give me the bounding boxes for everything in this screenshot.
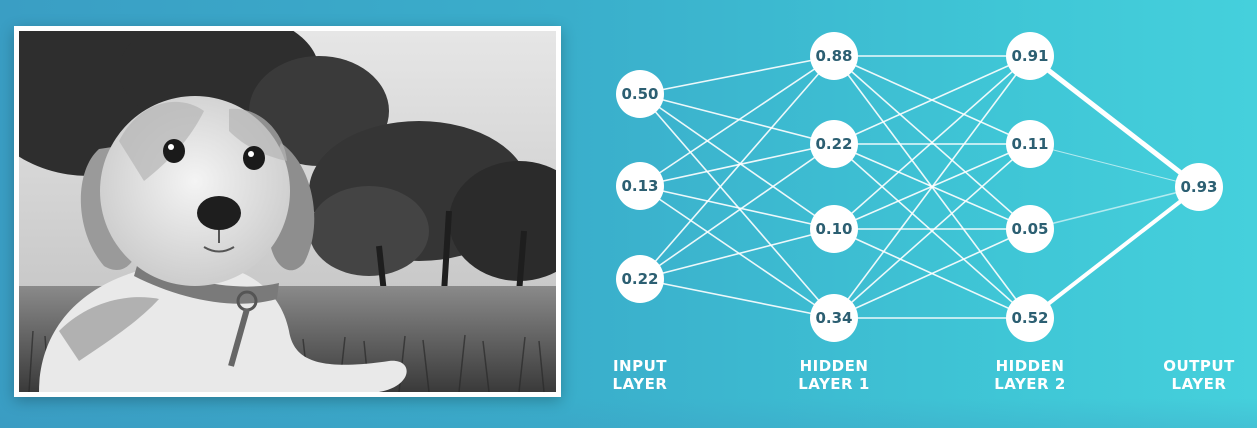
layer-label-hidden2-line1: HIDDEN: [996, 357, 1065, 375]
connection-input-1-to-hidden1-1: [639, 143, 835, 187]
node-value: 0.93: [1180, 178, 1217, 196]
node-circle: [1006, 120, 1054, 168]
connection-hidden2-0-to-output-0: [1028, 54, 1201, 189]
node-value: 0.91: [1011, 47, 1048, 65]
layer-label-hidden1-line2: LAYER 1: [798, 375, 870, 393]
node-value: 0.50: [621, 85, 658, 103]
connection-input-2-to-hidden1-1: [639, 143, 835, 280]
layer-label-output-line2: LAYER: [1172, 375, 1227, 393]
connection-hidden1-3-to-hidden2-0: [833, 55, 1031, 319]
connection-hidden1-3-to-hidden2-1: [833, 143, 1031, 319]
layer-label-input-line2: LAYER: [613, 375, 668, 393]
layer-label-input-line1: INPUT: [613, 357, 667, 375]
connection-hidden2-3-to-output-0: [1028, 185, 1201, 320]
node-value: 0.52: [1011, 309, 1048, 327]
network-nodes: 0.50 0.13 0.22 0.88 0.22 0.10 0.34 0.91 0.11 0.05…: [616, 32, 1223, 342]
connection-input-0-to-hidden1-1: [639, 93, 835, 145]
node-circle: [810, 205, 858, 253]
connection-hidden2-2-to-output-0: [1029, 186, 1200, 230]
node-hidden1-2: 0.22: [810, 120, 858, 168]
node-hidden2-3: 0.05: [1006, 205, 1054, 253]
node-hidden2-4: 0.52: [1006, 294, 1054, 342]
connection-input-2-to-hidden1-3: [639, 278, 835, 319]
layer-label-hidden2-line2: LAYER 2: [994, 375, 1066, 393]
node-circle: [810, 294, 858, 342]
node-input-1: 0.50: [616, 70, 664, 118]
node-value: 0.22: [621, 270, 658, 288]
node-output-1: 0.93: [1175, 163, 1223, 211]
layer-label-output-line1: OUTPUT: [1163, 357, 1235, 375]
node-value: 0.11: [1011, 135, 1048, 153]
connection-input-0-to-hidden1-3: [639, 93, 835, 319]
puppy-photo-frame: [14, 26, 561, 397]
node-circle: [1175, 163, 1223, 211]
node-circle: [1006, 294, 1054, 342]
connection-hidden1-2-to-hidden2-0: [833, 55, 1031, 230]
bottom-strip: [0, 398, 1257, 428]
puppy-photo: [19, 31, 556, 392]
node-hidden2-2: 0.11: [1006, 120, 1054, 168]
node-value: 0.05: [1011, 220, 1048, 238]
connection-hidden1-3-to-hidden2-2: [833, 228, 1031, 319]
node-circle: [1006, 205, 1054, 253]
node-value: 0.34: [815, 309, 852, 327]
connection-input-1-to-hidden1-2: [639, 185, 835, 230]
node-hidden2-1: 0.91: [1006, 32, 1054, 80]
node-circle: [616, 162, 664, 210]
network-connections: [639, 54, 1201, 320]
node-input-3: 0.22: [616, 255, 664, 303]
node-hidden1-1: 0.88: [810, 32, 858, 80]
node-value: 0.88: [815, 47, 852, 65]
node-value: 0.22: [815, 135, 852, 153]
connection-input-1-to-hidden1-0: [639, 55, 835, 187]
node-value: 0.10: [815, 220, 852, 238]
node-circle: [616, 255, 664, 303]
connection-input-0-to-hidden1-0: [639, 55, 835, 95]
node-circle: [810, 120, 858, 168]
node-circle: [810, 32, 858, 80]
connection-input-0-to-hidden1-2: [639, 93, 835, 230]
connection-hidden2-1-to-output-0: [1029, 143, 1200, 188]
node-input-2: 0.13: [616, 162, 664, 210]
node-hidden1-4: 0.34: [810, 294, 858, 342]
connection-input-2-to-hidden1-2: [639, 228, 835, 280]
node-value: 0.13: [621, 177, 658, 195]
node-hidden1-3: 0.10: [810, 205, 858, 253]
connection-input-2-to-hidden1-0: [639, 55, 835, 280]
connection-input-1-to-hidden1-3: [639, 185, 835, 319]
node-circle: [1006, 32, 1054, 80]
layer-label-hidden1-line1: HIDDEN: [800, 357, 869, 375]
connection-hidden1-1-to-hidden2-0: [833, 55, 1031, 145]
node-circle: [616, 70, 664, 118]
